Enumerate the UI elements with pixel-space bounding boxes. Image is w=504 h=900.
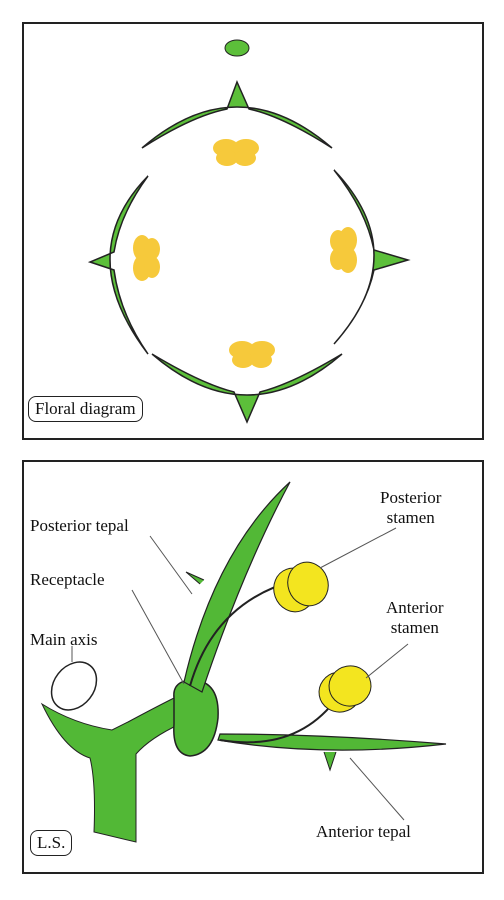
leader-posterior-stamen [319,527,397,569]
leader-anterior-tepal [349,757,405,821]
main-axis-cut-end [50,661,98,711]
label-posterior-stamen: Posterior stamen [380,488,442,527]
receptacle [173,679,219,757]
tepal-right [333,169,411,345]
floral-diagram-drawing [87,39,411,424]
stamen-left [133,235,160,281]
anterior-stamen [318,665,372,713]
stamen-top [213,139,259,166]
floral-diagram-label: Floral diagram [28,396,143,422]
ls-drawing [40,481,447,843]
ls-panel: Posterior tepal Receptacle Main axis Pos… [22,460,484,874]
stamen-right [330,227,357,273]
tepal-anterior [151,353,343,424]
anterior-filament [219,701,335,744]
leader-posterior-tepal [149,535,193,595]
label-receptacle: Receptacle [30,570,105,589]
label-posterior-tepal: Posterior tepal [30,516,129,535]
leader-anterior-stamen [365,643,409,679]
stamen-bottom [229,341,275,368]
tepal-posterior [141,80,333,149]
posterior-stamen [273,561,329,613]
main-axis [40,697,181,843]
floral-diagram-panel: Floral diagram [22,22,484,440]
label-anterior-tepal: Anterior tepal [316,822,411,841]
label-main-axis: Main axis [30,630,98,649]
label-anterior-stamen: Anterior stamen [386,598,444,637]
leader-receptacle [131,589,185,685]
mother-axis [224,39,250,57]
ls-label: L.S. [30,830,73,856]
tepal-left [87,175,149,355]
